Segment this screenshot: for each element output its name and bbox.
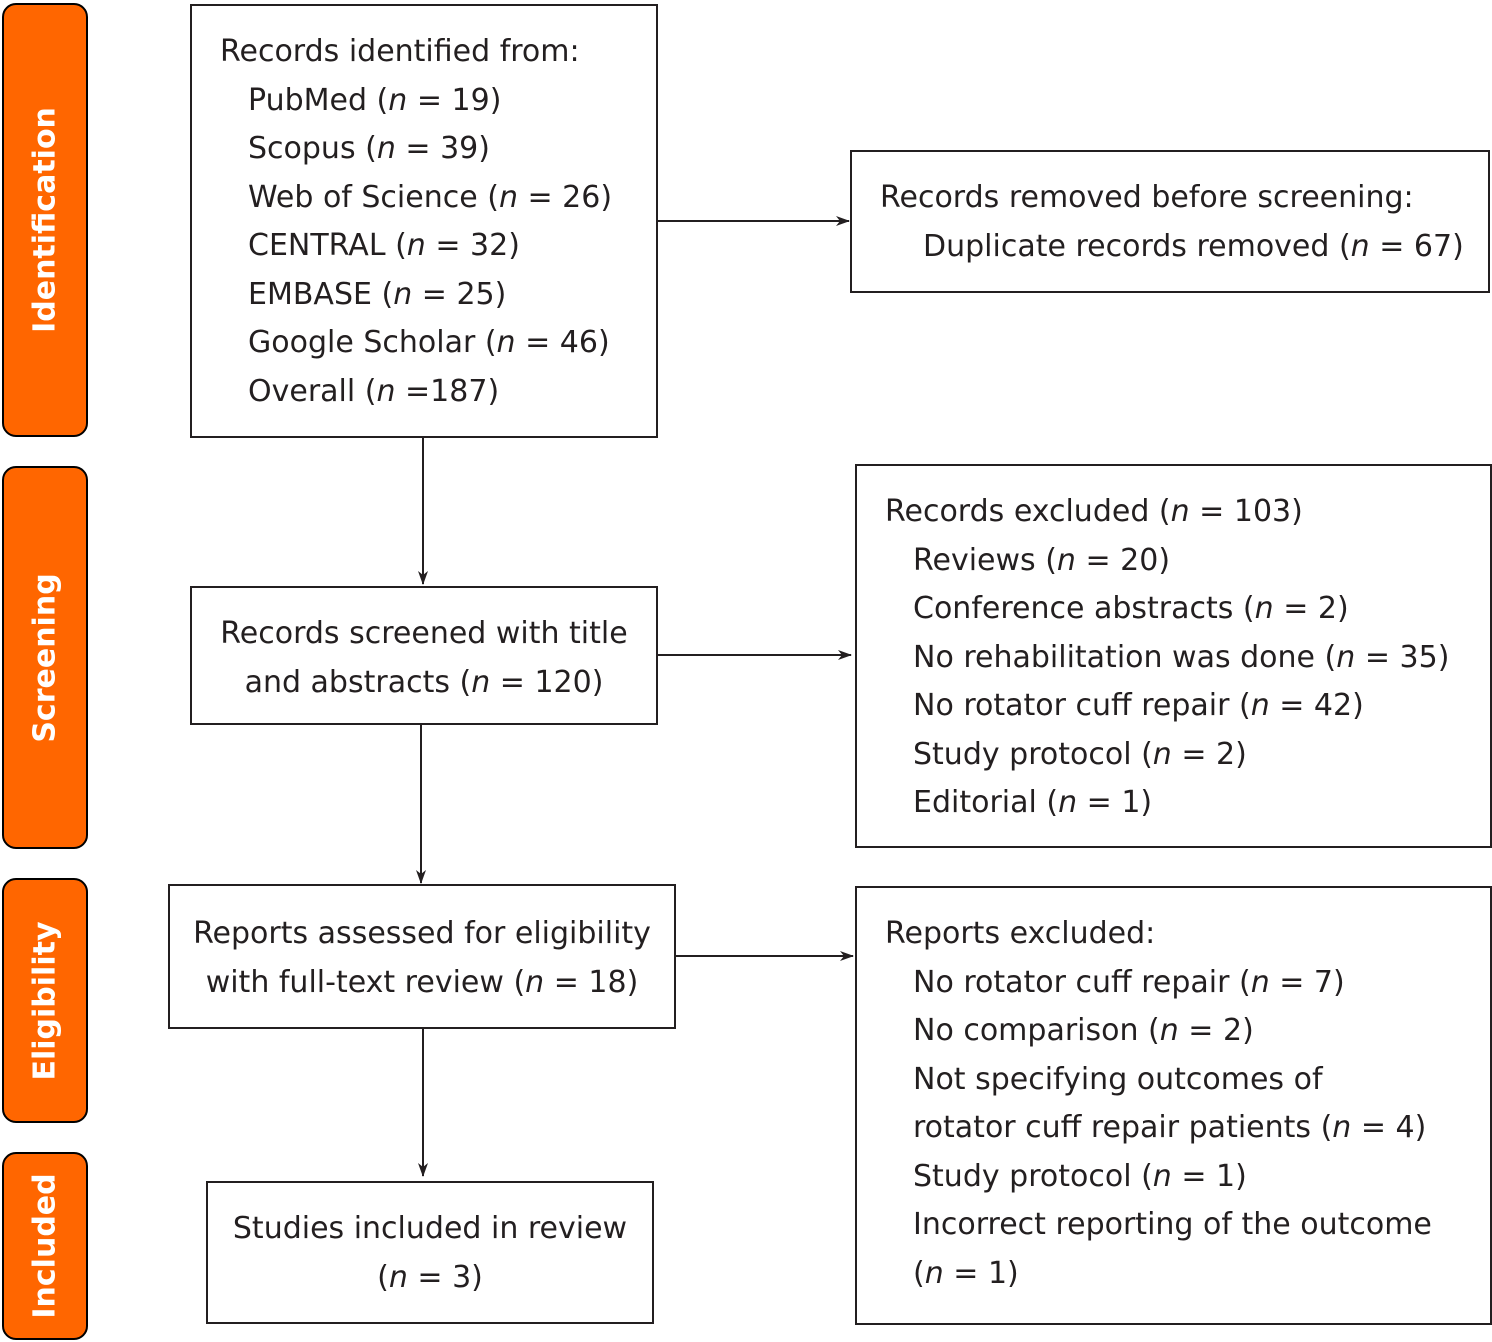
- screened-line1: Records screened with title: [220, 616, 628, 651]
- records-excluded-box: Records excluded (n = 103) Reviews (n = …: [855, 464, 1492, 848]
- source-item: EMBASE (n = 25): [248, 276, 507, 312]
- exclusion-item: Study protocol (n = 2): [913, 736, 1247, 772]
- report-exclusion-item: Study protocol (n = 1): [913, 1158, 1247, 1194]
- source-item: Web of Science (n = 26): [248, 179, 613, 215]
- included-line2: (n = 3): [377, 1259, 483, 1295]
- removed-title: Records removed before screening:: [880, 180, 1414, 215]
- removed-item: Duplicate records removed (n = 67): [923, 228, 1464, 264]
- source-item: Google Scholar (n = 46): [248, 325, 610, 360]
- reports-assessed-box: Reports assessed for eligibility with fu…: [168, 884, 676, 1029]
- exclusion-item: No rotator cuff repair (n = 42): [913, 688, 1364, 723]
- included-line1: Studies included in review: [232, 1211, 628, 1246]
- stage-screening: Screening: [2, 466, 88, 849]
- exclusion-item: Reviews (n = 20): [913, 542, 1171, 578]
- identified-title: Records identified from:: [220, 34, 580, 69]
- screened-line2: and abstracts (n = 120): [244, 664, 604, 700]
- source-item: PubMed (n = 19): [248, 82, 502, 118]
- report-exclusion-item: Incorrect reporting of the outcome: [913, 1207, 1432, 1242]
- report-exclusion-item: No comparison (n = 2): [913, 1013, 1254, 1048]
- report-exclusion-item-cont: rotator cuff repair patients (n = 4): [913, 1110, 1427, 1145]
- exclusion-item: Editorial (n = 1): [913, 785, 1153, 820]
- report-exclusion-item: No rotator cuff repair (n = 7): [913, 964, 1345, 1000]
- report-exclusion-item-cont: (n = 1): [913, 1255, 1019, 1291]
- stage-identification: Identification: [2, 3, 88, 437]
- records-excluded-title: Records excluded (n = 103): [885, 494, 1303, 529]
- report-exclusion-item: Not specifying outcomes of: [913, 1061, 1323, 1097]
- assessed-line2: with full-text review (n = 18): [205, 964, 639, 1000]
- reports-excluded-title: Reports excluded:: [885, 916, 1156, 951]
- records-screened-box: Records screened with title and abstract…: [190, 586, 658, 725]
- overall-item: Overall (n =187): [248, 373, 500, 409]
- source-item: Scopus (n = 39): [248, 131, 490, 166]
- stage-eligibility: Eligibility: [2, 878, 88, 1123]
- studies-included-box: Studies included in review (n = 3): [206, 1181, 654, 1324]
- stage-included: Included: [2, 1152, 88, 1340]
- reports-excluded-box: Reports excluded: No rotator cuff repair…: [855, 886, 1492, 1325]
- source-item: CENTRAL (n = 32): [248, 228, 520, 263]
- assessed-line1: Reports assessed for eligibility: [193, 916, 651, 951]
- records-identified-box: Records identified from: PubMed (n = 19)…: [190, 4, 658, 438]
- exclusion-item: Conference abstracts (n = 2): [913, 591, 1349, 626]
- exclusion-item: No rehabilitation was done (n = 35): [913, 639, 1450, 675]
- records-removed-box: Records removed before screening: Duplic…: [850, 150, 1490, 293]
